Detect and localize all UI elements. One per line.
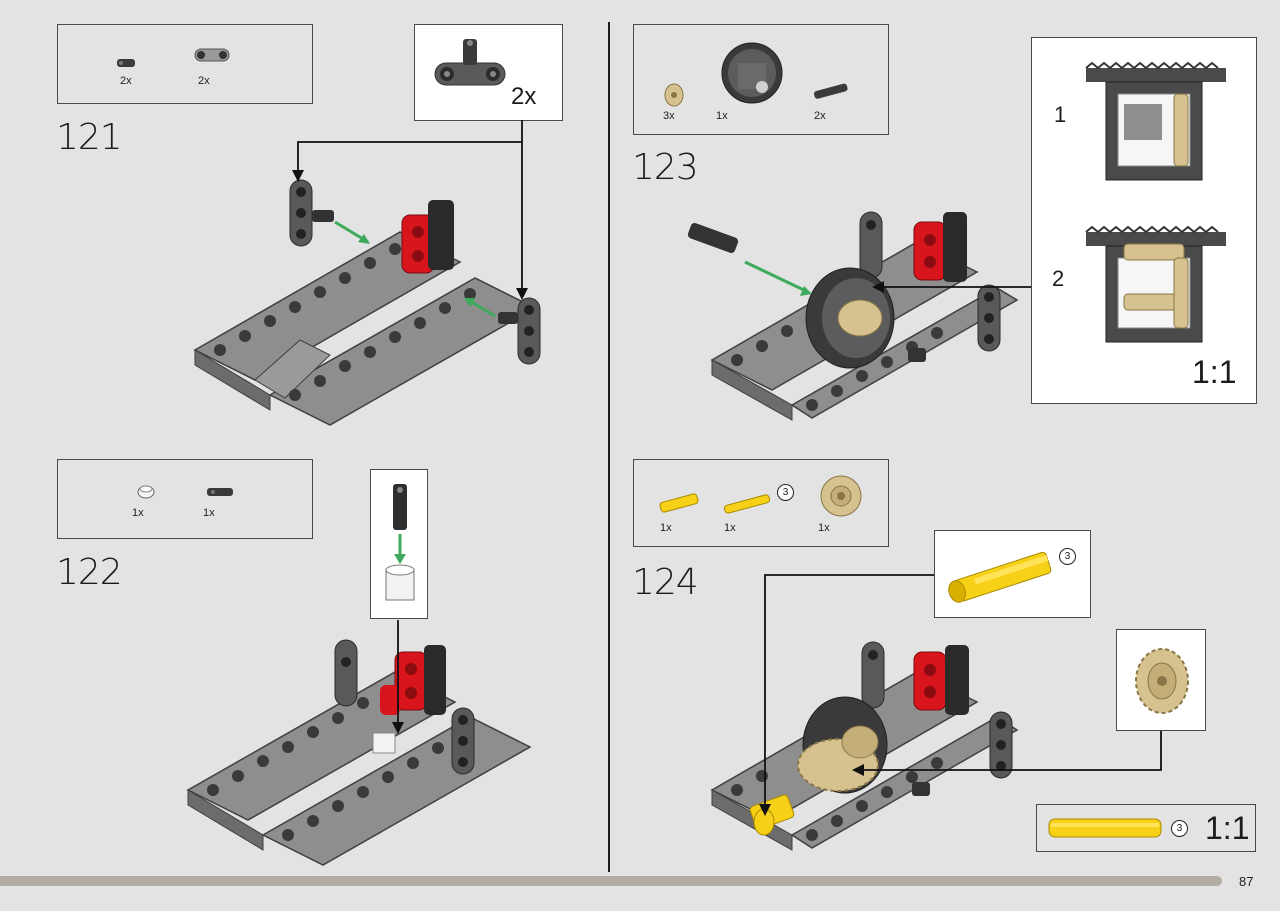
page-divider (608, 22, 610, 872)
part-qty: 1x (132, 507, 144, 519)
liftarm-connector-icon (434, 39, 506, 86)
step-123-differential-inset: 1 2 1:1 (1031, 37, 1257, 404)
step-number-124: 124 (632, 562, 699, 603)
part-qty: 1x (203, 507, 215, 519)
parts-124-icons (659, 475, 862, 517)
part-qty: 1x (660, 522, 672, 534)
page-progress-bar (0, 876, 1222, 886)
part-qty: 2x (198, 75, 210, 87)
frame-beam (193, 231, 537, 426)
step-124-gear-callout (1116, 629, 1206, 731)
step-121-parts-list: 2x 2x (57, 24, 313, 104)
differential-substeps-drawing (1085, 61, 1226, 343)
part-qty: 3x (663, 110, 675, 122)
part-qty: 1x (724, 522, 736, 534)
substep-label: 1 (1054, 102, 1067, 127)
step-124-scale-reference: 3 1:1 (1036, 804, 1256, 852)
axle-scale-icon (1048, 818, 1162, 838)
step-124-parts-list: 1x 1x 1x 3 (633, 459, 889, 547)
parts-122-icons (137, 485, 233, 499)
pin-into-bushing-icon (385, 484, 415, 601)
page-number: 87 (1239, 874, 1254, 889)
substep-1-drawing (1085, 61, 1226, 181)
scale-indicator: 1:1 (1192, 354, 1237, 390)
substep-2-drawing (1085, 225, 1226, 343)
callout-multiplier: 2x (511, 83, 537, 110)
step-123-parts-list: 3x 1x 2x (633, 24, 889, 135)
part-qty: 1x (818, 522, 830, 534)
axle-length-marker: 3 (1059, 548, 1076, 565)
parts-123-icons (664, 42, 848, 107)
axle-length-marker: 3 (777, 484, 794, 501)
step-124-axle-callout: 3 (934, 530, 1091, 618)
step-122-subassembly-callout (370, 469, 428, 619)
step-number-121: 121 (56, 117, 123, 158)
step-121-subassembly-callout: 2x (414, 24, 563, 121)
part-qty: 2x (814, 110, 826, 122)
part-qty: 2x (120, 75, 132, 87)
yellow-axle-icon (948, 551, 1052, 603)
tan-gear-icon (1135, 648, 1189, 714)
part-qty: 1x (716, 110, 728, 122)
substep-label: 2 (1052, 266, 1065, 291)
parts-121-icons (117, 48, 230, 67)
step-number-123: 123 (632, 147, 699, 188)
step-122-parts-list: 1x 1x (57, 459, 313, 539)
scale-indicator: 1:1 (1205, 810, 1250, 846)
axle-length-marker: 3 (1171, 820, 1188, 837)
step-number-122: 122 (56, 552, 123, 593)
